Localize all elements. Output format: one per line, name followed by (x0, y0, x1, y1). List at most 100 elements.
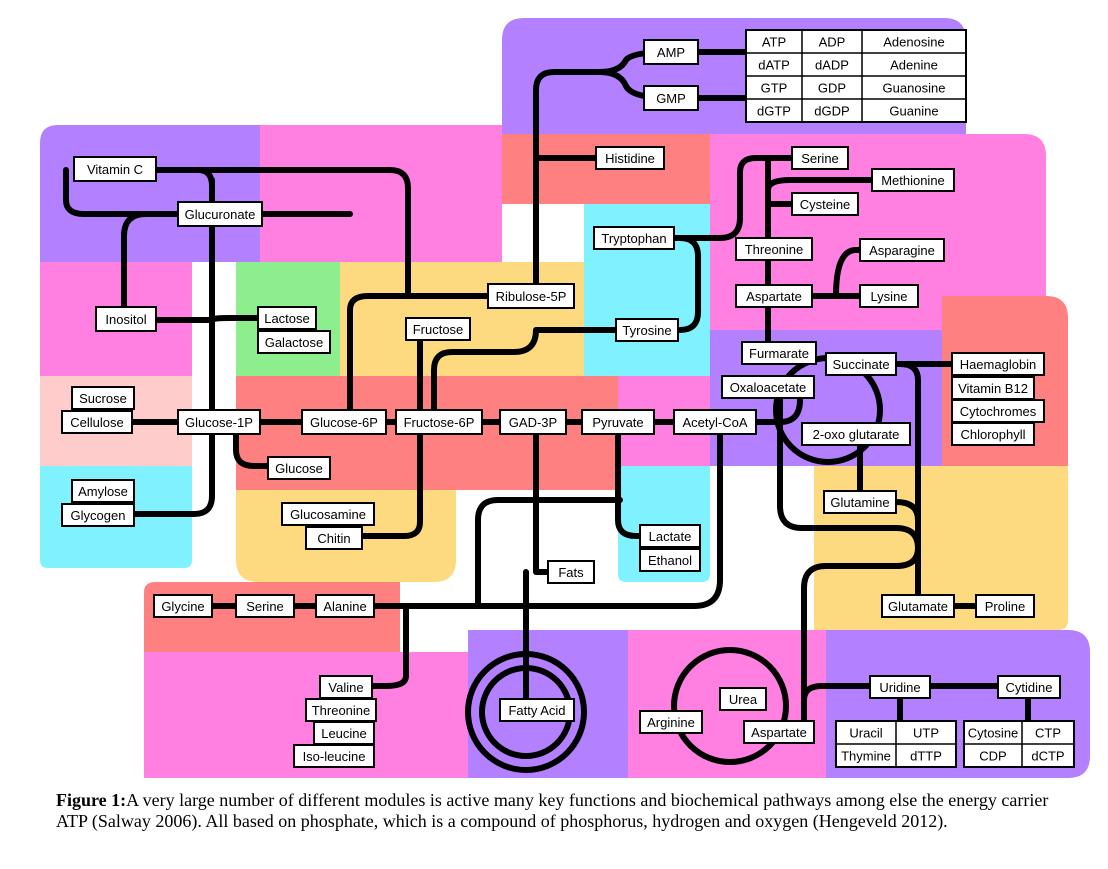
svg-text:GAD-3P: GAD-3P (509, 415, 557, 430)
module-regions (40, 18, 1090, 778)
nucleotide-cell: GTP (761, 81, 788, 96)
node-serine-bottom: Serine (235, 594, 295, 618)
node-iso-leucine: Iso-leucine (293, 744, 375, 768)
node-ribulose-5p: Ribulose-5P (487, 283, 575, 309)
svg-text:Tyrosine: Tyrosine (622, 323, 671, 338)
svg-text:Glucosamine: Glucosamine (290, 507, 366, 522)
node-serine-top: Serine (791, 146, 849, 170)
svg-text:Glycine: Glycine (161, 599, 204, 614)
node-fructose: Fructose (405, 317, 471, 341)
svg-text:Glucose: Glucose (275, 461, 323, 476)
node-glycogen: Glycogen (61, 503, 135, 527)
node-histidine: Histidine (595, 146, 665, 170)
nucleotide-cell: ADP (819, 35, 846, 50)
node-galactose: Galactose (257, 330, 331, 354)
svg-text:Fructose: Fructose (413, 322, 464, 337)
svg-text:Oxaloacetate: Oxaloacetate (730, 380, 807, 395)
svg-text:Serine: Serine (246, 599, 284, 614)
svg-text:Lysine: Lysine (870, 289, 907, 304)
svg-text:Succinate: Succinate (832, 357, 889, 372)
node-threonine-top: Threonine (735, 237, 813, 261)
pathway-nodes: Vitamin C Glucuronate Inositol Lactose G… (61, 39, 1061, 768)
node-lysine: Lysine (859, 284, 919, 308)
svg-text:Cellulose: Cellulose (70, 415, 123, 430)
svg-text:Lactose: Lactose (264, 311, 310, 326)
svg-text:Lactate: Lactate (649, 529, 692, 544)
svg-text:Fatty Acid: Fatty Acid (508, 703, 565, 718)
node-leucine: Leucine (313, 721, 375, 745)
cytosine-cell: CTP (1035, 726, 1061, 741)
svg-text:Aspartate: Aspartate (746, 289, 802, 304)
svg-text:Serine: Serine (801, 151, 839, 166)
node-oxaloacetate: Oxaloacetate (721, 375, 815, 399)
node-cellulose: Cellulose (61, 410, 133, 434)
svg-text:Proline: Proline (985, 599, 1025, 614)
caption-label: Figure 1: (56, 790, 127, 810)
svg-text:Iso-leucine: Iso-leucine (303, 749, 366, 764)
svg-text:Cytochromes: Cytochromes (960, 404, 1037, 419)
node-arginine: Arginine (639, 710, 703, 734)
node-asparagine: Asparagine (859, 238, 945, 262)
node-gad-3p: GAD-3P (499, 409, 567, 435)
node-2-oxo-glutarate: 2-oxo glutarate (801, 422, 911, 446)
node-proline: Proline (975, 594, 1035, 618)
node-lactose: Lactose (257, 306, 317, 330)
node-inositol: Inositol (95, 306, 157, 332)
node-cytidine: Cytidine (997, 675, 1061, 699)
svg-text:Sucrose: Sucrose (79, 391, 127, 406)
svg-text:Arginine: Arginine (647, 715, 695, 730)
nucleotide-cell: dATP (758, 58, 790, 73)
node-succinate: Succinate (825, 352, 897, 376)
metabolic-pathway-diagram: Vitamin C Glucuronate Inositol Lactose G… (40, 18, 1090, 778)
svg-text:Chlorophyll: Chlorophyll (960, 427, 1025, 442)
figure-caption: Figure 1:A very large number of differen… (56, 790, 1056, 832)
node-amp: AMP (643, 39, 699, 65)
node-fats: Fats (547, 560, 595, 584)
uracil-cell: UTP (913, 726, 939, 741)
svg-text:Glutamine: Glutamine (830, 495, 889, 510)
node-glycine: Glycine (153, 594, 213, 618)
svg-text:Ribulose-5P: Ribulose-5P (496, 289, 567, 304)
svg-text:AMP: AMP (657, 45, 685, 60)
svg-text:Galactose: Galactose (265, 335, 324, 350)
nucleotide-cell: Guanine (889, 104, 938, 119)
nucleotide-cell: Adenosine (883, 35, 944, 50)
svg-text:Alanine: Alanine (323, 599, 366, 614)
node-pyruvate: Pyruvate (581, 409, 655, 435)
svg-text:2-oxo glutarate: 2-oxo glutarate (813, 427, 900, 442)
uracil-cell: Uracil (849, 726, 882, 741)
caption-text: A very large number of different modules… (56, 790, 1049, 831)
cytosine-table: Cytosine CTP CDP dCTP (963, 720, 1075, 768)
cytosine-cell: dCTP (1031, 749, 1064, 764)
node-tryptophan: Tryptophan (593, 226, 675, 250)
uracil-cell: Thymine (841, 749, 891, 764)
node-glucosamine: Glucosamine (281, 502, 375, 526)
nucleotide-cell: dGDP (814, 104, 849, 119)
svg-text:Fats: Fats (558, 565, 584, 580)
nucleotide-cell: ATP (762, 35, 786, 50)
node-vitamin-b12: Vitamin B12 (951, 376, 1035, 400)
cytosine-cell: CDP (979, 749, 1006, 764)
region-pink-upper-middle (260, 125, 502, 262)
nucleotide-cell: dADP (815, 58, 849, 73)
svg-text:Inositol: Inositol (105, 312, 146, 327)
node-glutamate: Glutamate (881, 594, 955, 618)
node-threonine-bottom: Threonine (305, 698, 377, 722)
node-sucrose: Sucrose (71, 386, 135, 410)
svg-text:Methionine: Methionine (881, 173, 945, 188)
svg-text:Valine: Valine (328, 680, 363, 695)
svg-text:Aspartate: Aspartate (751, 725, 807, 740)
node-glucose-1p: Glucose-1P (177, 409, 261, 435)
nucleotide-cell: Guanosine (883, 81, 946, 96)
svg-text:Acetyl-CoA: Acetyl-CoA (682, 415, 747, 430)
node-urea: Urea (719, 687, 767, 711)
node-acetyl-coa: Acetyl-CoA (673, 409, 757, 435)
nucleotide-cell: dGTP (757, 104, 791, 119)
node-ethanol: Ethanol (639, 548, 701, 572)
cytosine-cell: Cytosine (968, 726, 1019, 741)
svg-text:Cysteine: Cysteine (800, 197, 851, 212)
node-gmp: GMP (643, 85, 699, 111)
svg-text:Furmarate: Furmarate (749, 346, 809, 361)
region-purple-top-left (40, 125, 260, 262)
